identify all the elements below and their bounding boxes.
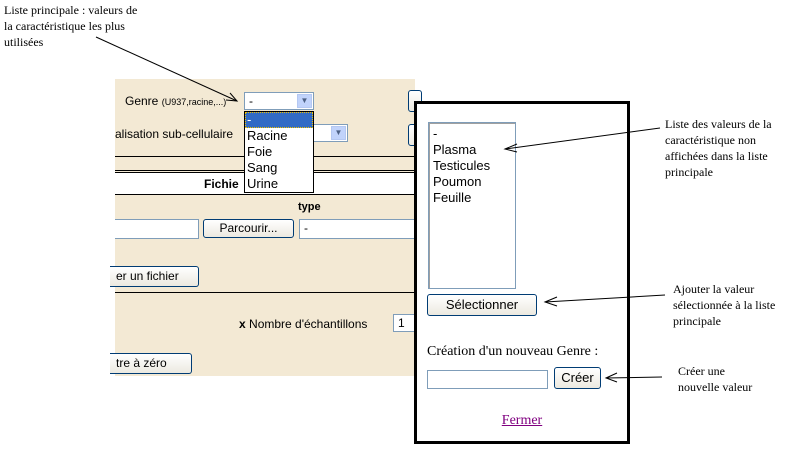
type-field[interactable]: -: [299, 219, 415, 239]
annotation-hidden-values: Liste des valeurs de la caractéristique …: [665, 117, 772, 179]
list-item[interactable]: Plasma: [433, 142, 477, 157]
new-value-input[interactable]: [427, 370, 548, 389]
type-header: type: [298, 201, 321, 213]
list-item[interactable]: Poumon: [433, 174, 482, 189]
divider: [115, 194, 415, 195]
create-button[interactable]: Créer: [554, 367, 601, 389]
create-label: Création d'un nouveau Genre :: [427, 344, 599, 359]
value-picker-popup: - Plasma Testicules Poumon Feuille Sélec…: [414, 101, 630, 444]
annotation-create-value: Créer une nouvelle valeur: [678, 364, 753, 394]
dropdown-option[interactable]: Sang: [247, 160, 278, 175]
genre-select[interactable]: - ▼: [244, 92, 314, 110]
list-item[interactable]: Testicules: [433, 158, 491, 173]
close-link[interactable]: Fermer: [501, 413, 543, 428]
add-file-button[interactable]: er un fichier: [110, 266, 199, 287]
select-button[interactable]: Sélectionner: [427, 294, 537, 316]
list-item[interactable]: -: [433, 126, 438, 141]
genre-dropdown-list[interactable]: - Racine Foie Sang Urine: [244, 111, 314, 193]
samples-count-input[interactable]: 1: [393, 314, 415, 332]
samples-label: x Nombre d'échantillons: [239, 317, 368, 331]
chevron-down-icon[interactable]: ▼: [297, 94, 312, 108]
localisation-label: alisation sub-cellulaire: [115, 127, 234, 141]
hidden-values-listbox[interactable]: - Plasma Testicules Poumon Feuille: [428, 122, 516, 289]
fichier-header: Fichie: [204, 177, 239, 191]
chevron-down-icon[interactable]: ▼: [331, 126, 346, 140]
localisation-select[interactable]: ▼: [314, 124, 348, 142]
multiply-icon: x: [239, 317, 246, 331]
genre-label: Genre (U937,racine,...): [125, 94, 227, 108]
dropdown-option[interactable]: Foie: [247, 144, 273, 159]
dropdown-option[interactable]: Urine: [247, 176, 279, 191]
annotation-main-list: Liste principale : valeurs de la caracté…: [4, 3, 138, 49]
dropdown-option[interactable]: Racine: [247, 128, 288, 143]
list-item[interactable]: Feuille: [433, 190, 472, 205]
divider: [115, 292, 415, 293]
browse-button[interactable]: Parcourir...: [203, 219, 294, 238]
reset-button[interactable]: tre à zéro: [110, 353, 192, 374]
dropdown-option[interactable]: -: [245, 112, 313, 128]
file-path-input[interactable]: [115, 219, 199, 239]
annotation-add-value: Ajouter la valeur sélectionnée à la list…: [673, 282, 776, 328]
